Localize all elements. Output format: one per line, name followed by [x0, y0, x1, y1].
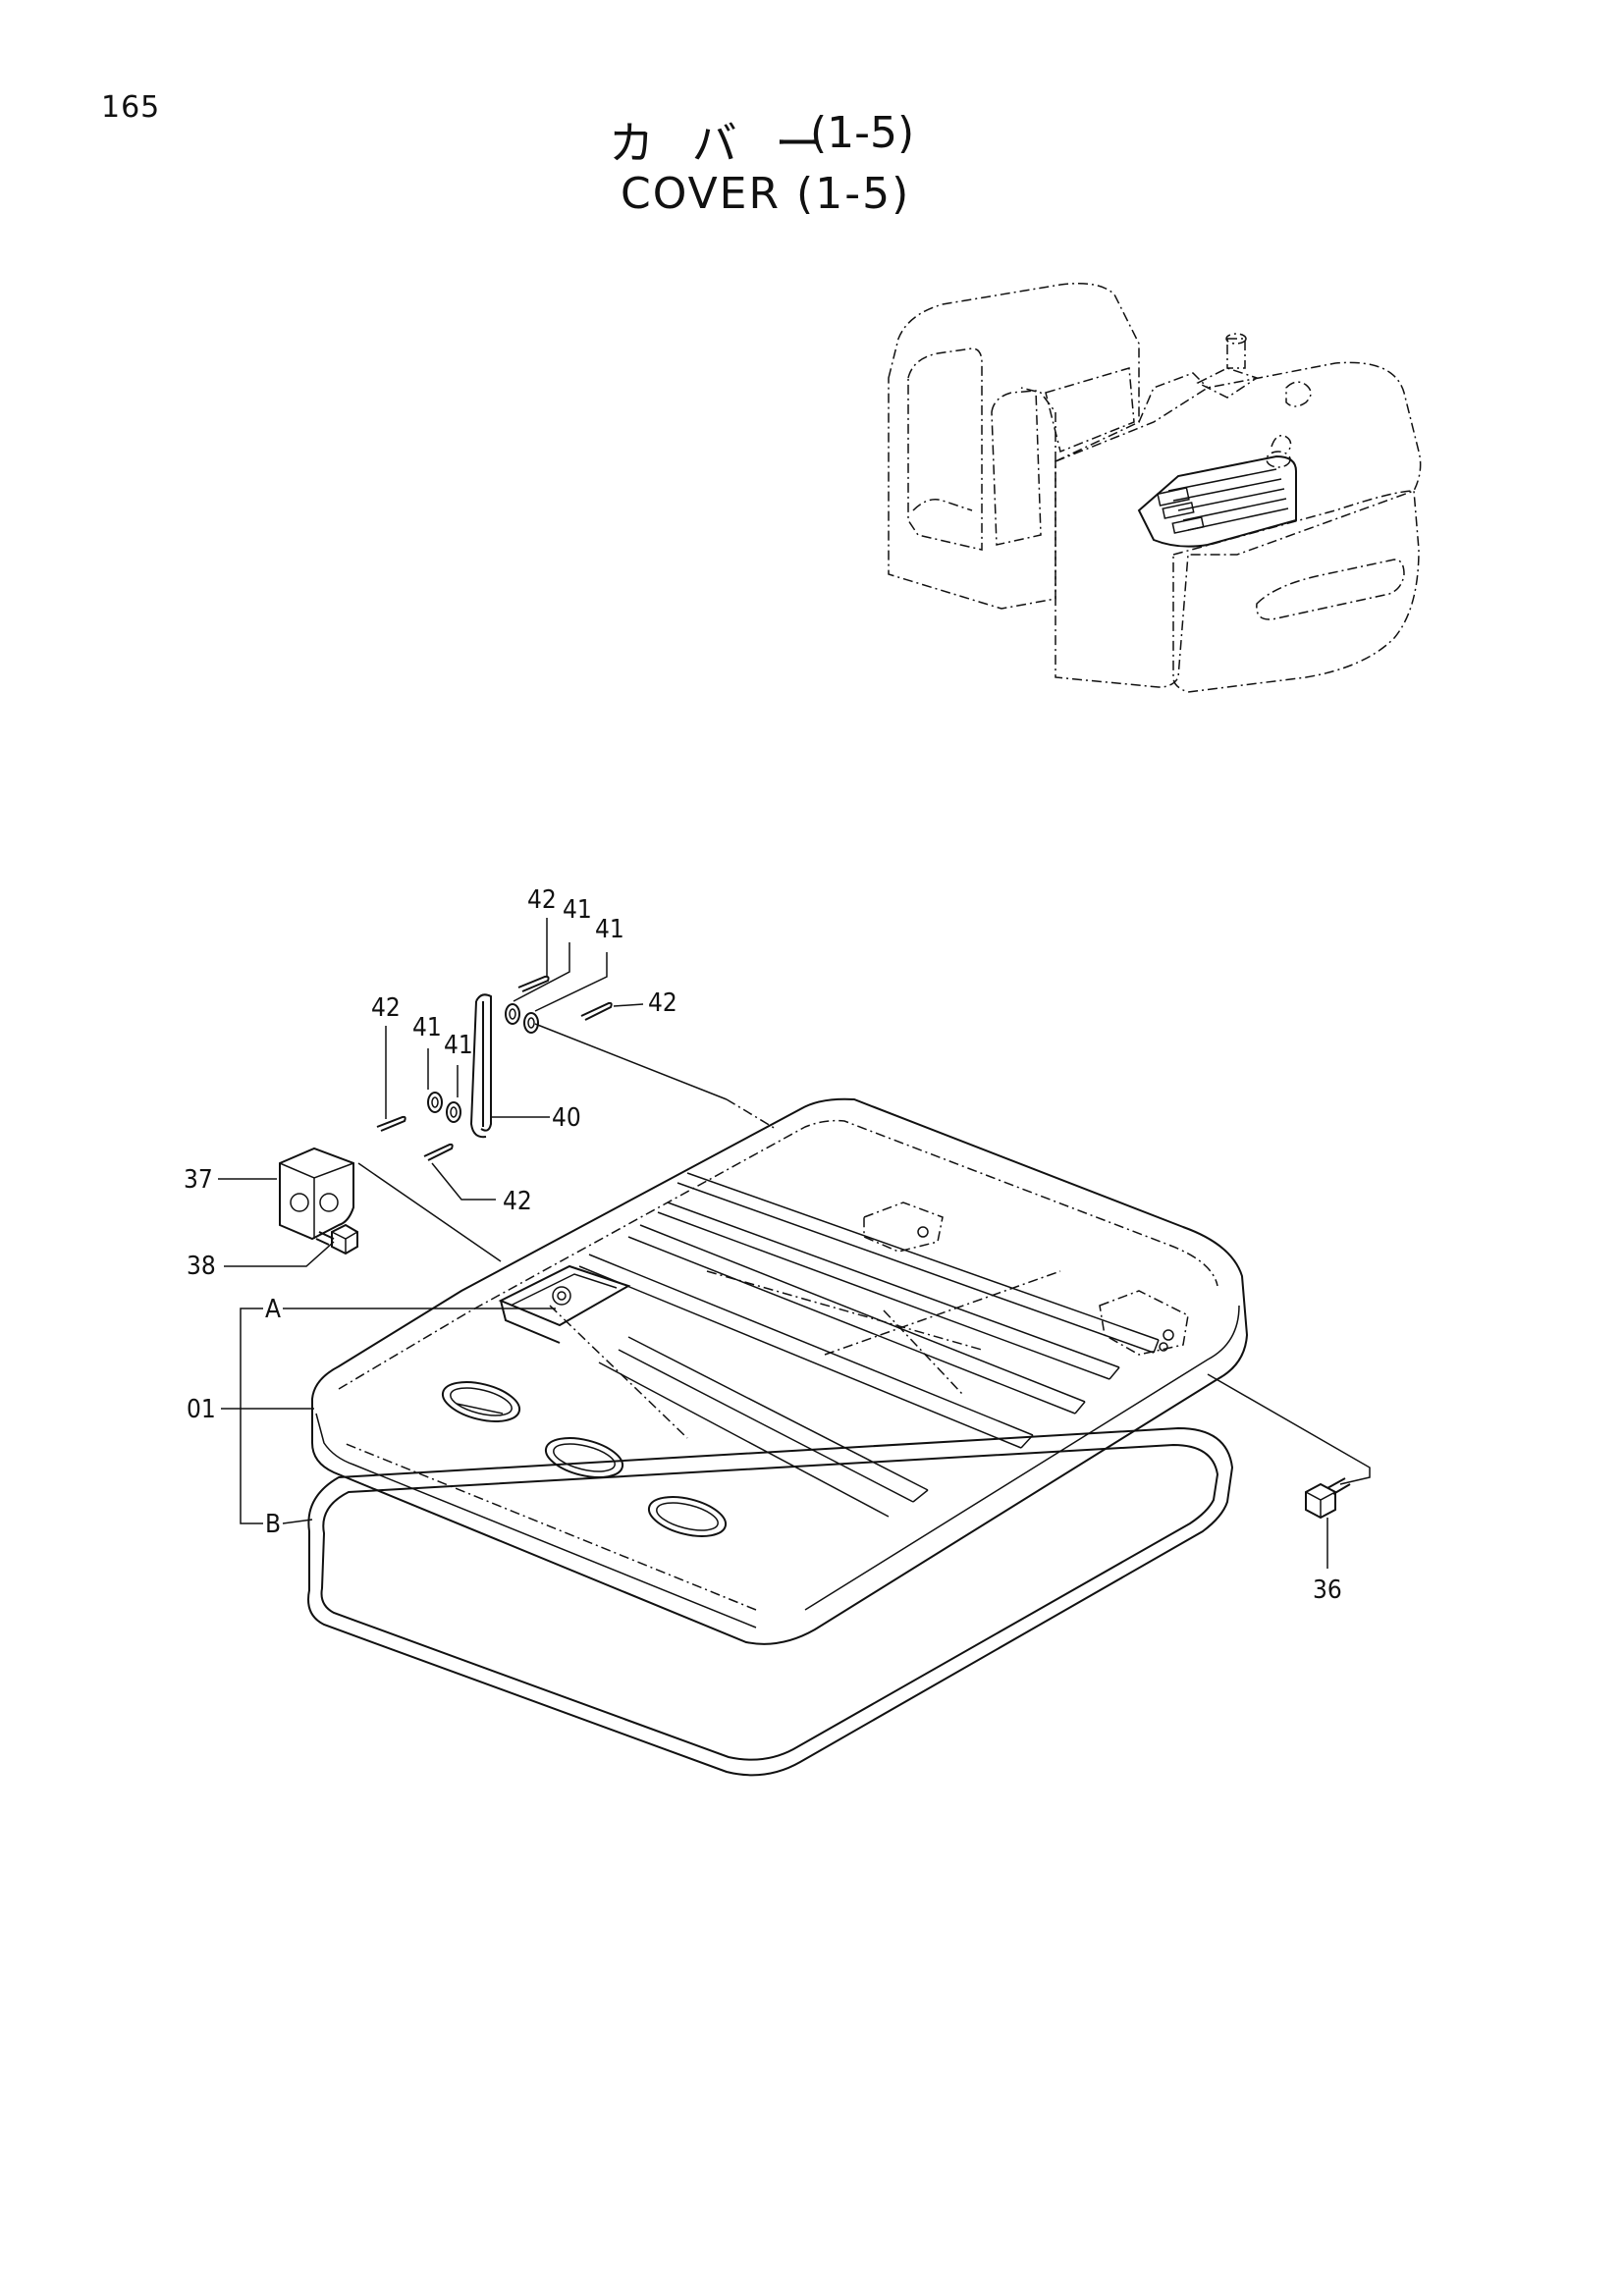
callout-41-left-a: 41: [412, 1013, 442, 1042]
bolt-38-icon: [315, 1223, 358, 1255]
callout-42-bottom: 42: [503, 1187, 532, 1216]
callout-42-top: 42: [527, 885, 557, 915]
washer-icon: [427, 1003, 539, 1123]
cover-panel-icon: [307, 1097, 1249, 1777]
title-japanese: カ バ ー: [609, 117, 833, 170]
callout-42-right: 42: [648, 988, 677, 1018]
callout-41-left-b: 41: [444, 1031, 473, 1060]
leader-lines: [218, 918, 1371, 1569]
cotter-pin-icon: [376, 975, 613, 1161]
latch-rod-icon: [469, 993, 492, 1139]
callout-a: A: [265, 1295, 281, 1324]
callout-38: 38: [187, 1252, 216, 1281]
title-english: COVER (1-5): [621, 169, 911, 219]
callout-36: 36: [1313, 1575, 1342, 1605]
callout-01: 01: [187, 1395, 216, 1424]
excavator-overview-icon: [888, 283, 1422, 693]
bolt-36-icon: [1305, 1477, 1351, 1520]
callout-41-top-b: 41: [595, 915, 624, 944]
callout-41-top-a: 41: [563, 895, 592, 925]
callout-37: 37: [184, 1165, 213, 1195]
callout-40: 40: [552, 1103, 581, 1133]
callout-b: B: [265, 1510, 281, 1539]
callout-labels: 42 41 41 42 42 41 41 40 42 37 38 A 01 B …: [184, 885, 1342, 1605]
page-number: 165: [101, 90, 161, 125]
hinge-bracket-icon: [279, 1147, 354, 1241]
callout-42-left: 42: [371, 993, 401, 1023]
title-japanese-suffix: (1-5): [810, 108, 915, 158]
